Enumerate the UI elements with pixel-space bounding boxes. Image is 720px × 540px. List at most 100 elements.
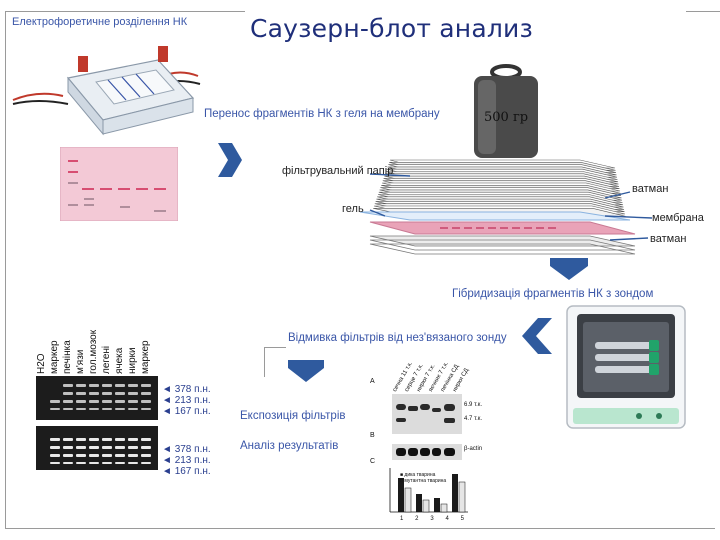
result-lane-labels: сечна 11 т.к.серце 7 т.к.нирки 7 т.к.яєч… [392,350,482,392]
gel-band [89,384,99,387]
gel-band [63,438,73,441]
band-label-213: ◄ 213 п.н. [162,395,211,406]
gel-band [102,454,112,457]
gel-band [102,384,112,387]
label-gel: гель [342,203,364,215]
actin-label: β-actin [464,446,482,452]
gel-band [89,454,99,457]
gel-band [128,446,138,449]
gel-band [102,408,112,410]
gel-band [141,384,151,387]
gel-band [89,446,99,449]
band-sizes-top: ◄ 378 п.н. ◄ 213 п.н. ◄ 167 п.н. [162,384,211,417]
blot-stack [330,140,660,260]
stained-gel [60,147,178,221]
gel-band [76,446,86,449]
gel-band [89,400,99,403]
top-right-frame-line [686,11,720,12]
gel-lane-label: ячека [114,348,125,374]
gel-band [141,454,151,457]
panel-letter-b: B [370,432,375,439]
gel-lane-label: печінка [62,340,73,374]
gel-band [115,462,125,464]
x-tick: 2 [415,516,418,522]
flow-arrow-icon [522,318,552,354]
label-whatman-bottom: ватман [650,233,686,245]
gel-band [50,446,60,449]
gel-band [76,438,86,441]
x-tick: 4 [445,516,448,522]
step-hybridization: Гібридизація фрагментів НК з зондом [452,288,653,300]
bottom-frame-line [5,528,715,529]
gel-band [50,438,60,441]
panel-letter-a: A [370,378,375,385]
band-label-167: ◄ 167 п.н. [162,466,211,477]
gel-band [141,446,151,449]
gel-band [89,462,99,464]
gel-band [115,454,125,457]
step-exposure: Експозиція фільтрів [240,410,345,422]
mark-69: 6.9 т.к. [464,402,482,408]
band-sizes-bottom: ◄ 378 п.н. ◄ 213 п.н. ◄ 167 п.н. [162,444,211,477]
gel-box-icon [8,38,208,138]
band-label-378: ◄ 378 п.н. [162,444,211,455]
gel-band [50,454,60,457]
gel-band [128,462,138,464]
gel-band [115,392,125,395]
gel-band [63,384,73,387]
gel-lane-label: гол.мозок [88,330,99,374]
gel-band [63,400,73,403]
gel-band [76,392,86,395]
bracket-line [264,347,286,348]
weight-label: 500 гр [484,110,528,125]
band-label-167: ◄ 167 п.н. [162,406,211,417]
gel-photo [36,376,158,470]
gel-band [128,454,138,457]
x-tick: 5 [461,516,464,522]
gel-band [102,438,112,441]
gel-lane-label: маркер [49,340,60,374]
chart-legend: ■ дика тварина □ мутантна тварина [400,472,446,484]
gel-band [50,400,60,403]
gel-band [76,400,86,403]
top-frame-line [5,11,245,12]
gel-band [76,462,86,464]
gel-band [102,400,112,403]
gel-band [89,408,99,410]
step-wash: Відмивка фільтрів від нез'вязаного зонду [288,332,507,344]
gel-band [128,438,138,441]
x-tick: 3 [430,516,433,522]
gel-band [63,408,73,410]
gel-band [102,446,112,449]
x-tick: 1 [400,516,403,522]
gel-band [50,408,60,410]
gel-band [76,454,86,457]
step-electrophoresis: Електрофоретичне розділення НК [12,16,187,28]
band-label-378: ◄ 378 п.н. [162,384,211,395]
flow-arrow-icon [218,143,242,177]
gel-band [128,392,138,395]
incubator-icon [565,304,687,430]
flow-arrow-icon [288,360,324,382]
label-membrane: мембрана [652,212,704,224]
gel-band [141,392,151,395]
gel-lane-label: H2O [36,353,47,374]
result-blots [392,394,462,478]
panel-letter-c: C [370,458,375,465]
label-filter-paper: фільтрувальний папір [282,165,393,177]
gel-lane-label: м'язи [75,350,86,374]
bracket-line [264,347,265,377]
flow-arrow-icon [550,258,588,280]
gel-band [115,408,125,410]
gel-band [141,438,151,441]
page-title: Саузерн-блот анализ [250,14,533,43]
band-label-213: ◄ 213 п.н. [162,455,211,466]
gel-band [89,392,99,395]
gel-band [63,462,73,464]
gel-band [102,462,112,464]
gel-band [76,384,86,387]
gel-lane-label: легені [101,346,112,374]
gel-band [141,408,151,410]
gel-band [128,400,138,403]
